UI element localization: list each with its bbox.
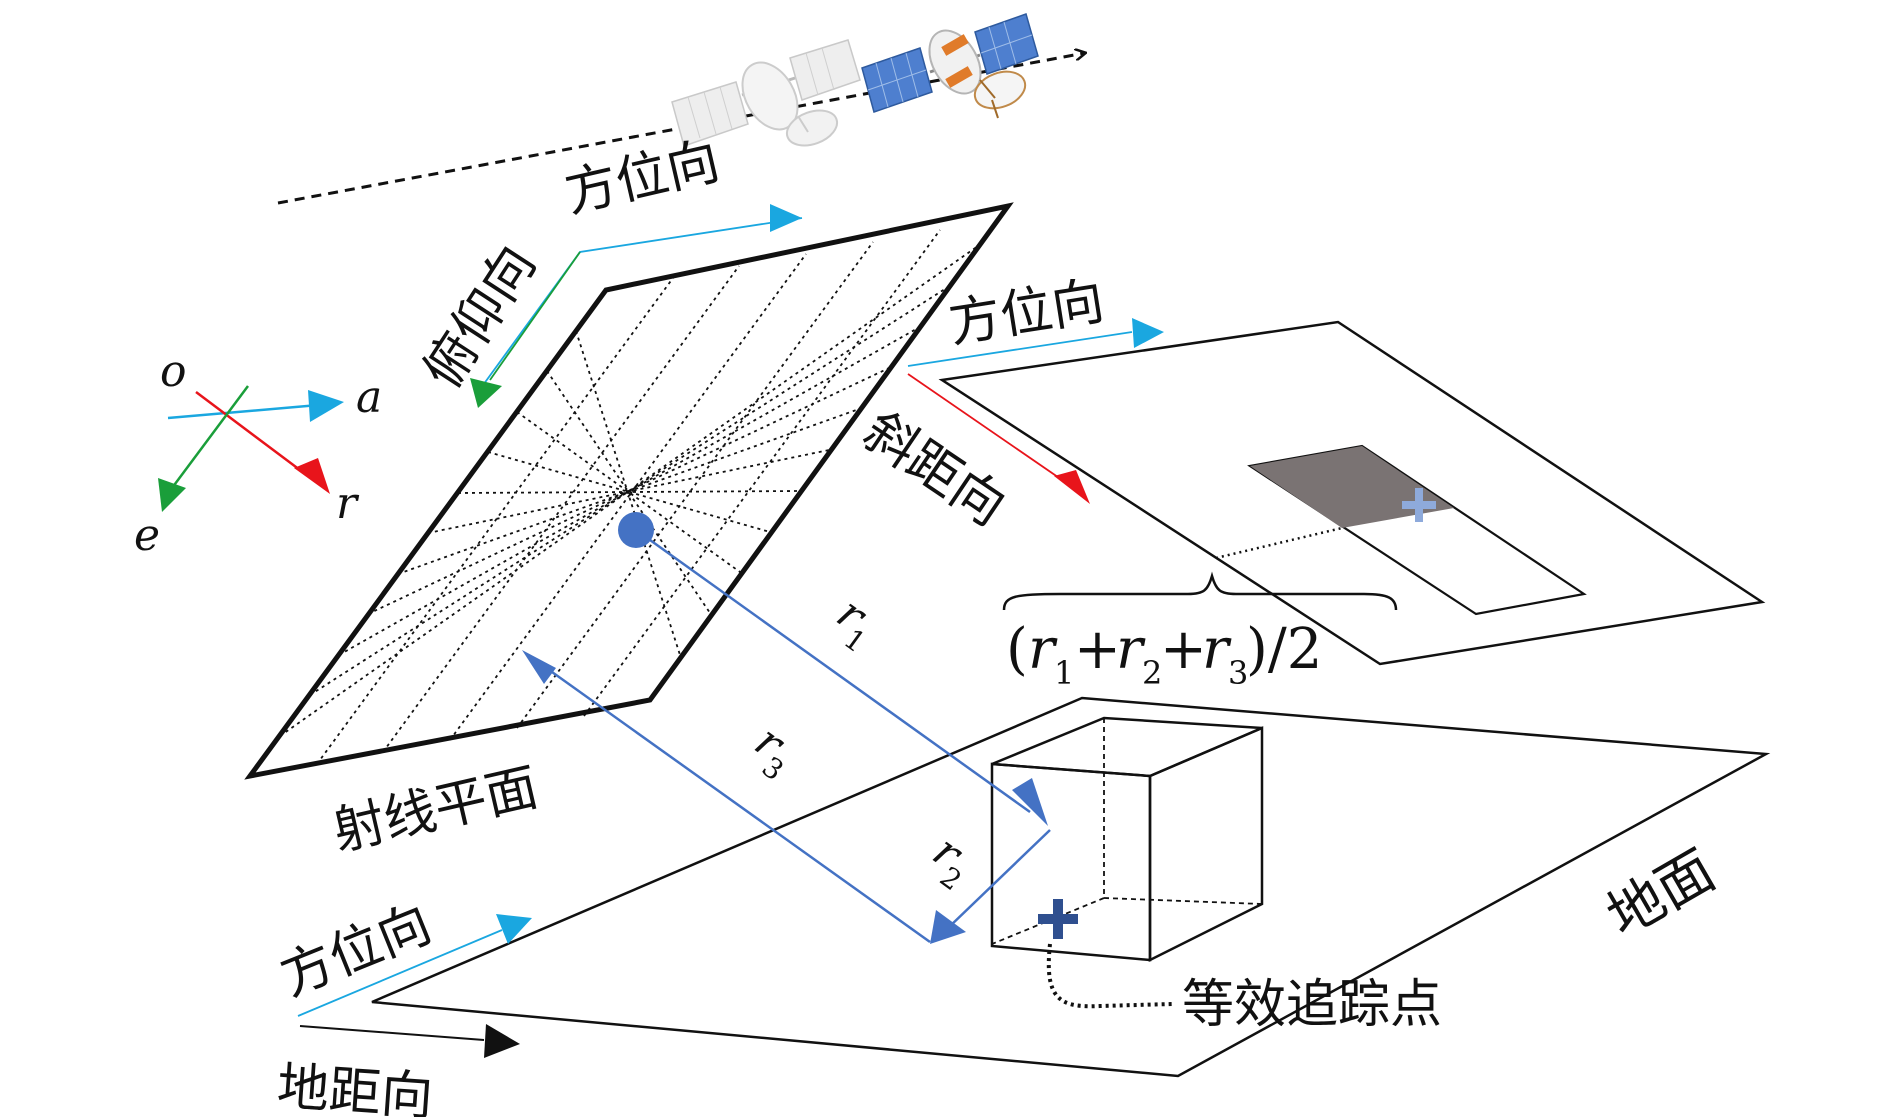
axis-elevation-line <box>170 385 250 489</box>
satellite-current-icon <box>861 13 1039 119</box>
axis-elevation-arrowhead <box>158 478 186 512</box>
slant-azimuth-arrowhead <box>1132 318 1164 348</box>
slant-plane-arrows <box>907 318 1164 504</box>
ground-azimuth-arrowhead <box>496 914 532 944</box>
ray-r1 <box>635 528 1031 814</box>
axis-label-e: e <box>134 510 160 561</box>
ray-r1-arrowhead <box>1012 778 1048 826</box>
elevation-azimuth-arrows <box>470 204 803 408</box>
ray-plane-grid <box>279 229 979 765</box>
satellite-previous-icon <box>671 39 861 147</box>
formula-r1: r <box>1028 617 1058 682</box>
axis-label-o: o <box>160 346 187 397</box>
formula-r2: r <box>1116 617 1146 682</box>
elevation-arrowhead <box>470 378 502 408</box>
formula-sub2: 2 <box>1142 654 1162 692</box>
axis-range-line <box>195 391 309 477</box>
ground-arrows <box>297 914 532 1058</box>
ray-r2 <box>947 829 1051 929</box>
axis-label-r: r <box>336 478 360 529</box>
range-sum-brace <box>1002 571 1398 611</box>
label-ray-plane: 射线平面 <box>327 757 543 862</box>
ray-label-r1: r 1 <box>828 588 877 660</box>
label-ground: 地面 <box>1597 838 1726 950</box>
label-slant-range: 斜距向 <box>853 401 1016 538</box>
formula-r3: r <box>1202 617 1232 682</box>
ray-r3-arrowhead <box>522 650 556 684</box>
formula-range-sum: ( r 1 + r 2 + r 3 )/2 <box>1006 617 1322 692</box>
tracking-point-leader <box>1046 943 1173 1009</box>
axis-azimuth-arrowhead <box>308 390 344 422</box>
axis-azimuth-line <box>167 402 331 420</box>
equivalent-tracking-point <box>1038 899 1173 1009</box>
axis-label-a: a <box>356 372 382 423</box>
label-ground-range: 地距向 <box>275 1057 435 1117</box>
ray-r2-arrowhead <box>930 910 966 944</box>
target-cube <box>990 716 1264 963</box>
formula-plus2: + <box>1160 617 1207 682</box>
coordinate-axes <box>158 385 344 512</box>
label-equivalent-point: 等效追踪点 <box>1182 975 1442 1035</box>
slant-range-plane <box>938 320 1766 666</box>
formula-plus1: + <box>1074 617 1121 682</box>
ray-plane <box>244 202 1014 780</box>
label-azimuth-slant: 方位向 <box>945 271 1108 355</box>
label-elevation: 俯仰向 <box>413 236 548 400</box>
azimuth-arrowhead-top <box>770 204 802 232</box>
formula-close: )/2 <box>1246 617 1322 682</box>
ground-plane <box>371 696 1771 1078</box>
ray-label-r3: r 3 <box>746 716 795 788</box>
ray-r3 <box>537 660 931 944</box>
slant-range-arrowhead <box>1054 470 1090 504</box>
formula-sub1: 1 <box>1054 654 1074 692</box>
formula-open: ( <box>1006 617 1028 682</box>
slant-cell-plus-marker <box>1402 488 1436 522</box>
formula-sub3: 3 <box>1228 654 1248 692</box>
axis-range-arrowhead <box>294 458 330 494</box>
ground-range-arrowhead <box>484 1024 520 1058</box>
ray-path <box>522 512 1051 944</box>
